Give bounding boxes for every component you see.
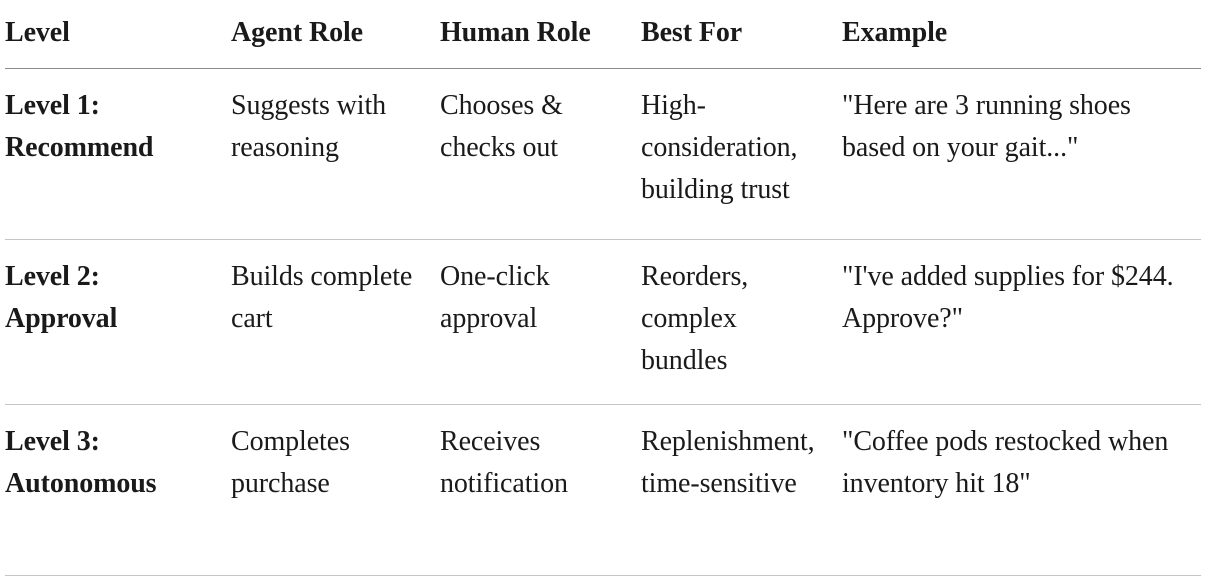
column-header-level: Level — [5, 0, 231, 69]
table-body: Level 1: Recommend Suggests with reasoni… — [5, 68, 1201, 576]
header-row: Level Agent Role Human Role Best For Exa… — [5, 0, 1201, 69]
cell-level: Level 1: Recommend — [5, 68, 231, 240]
cell-best-for: Replenishment, time-sensitive — [641, 404, 842, 576]
table-container: Level Agent Role Human Role Best For Exa… — [5, 0, 1201, 576]
cell-human-role: Chooses & checks out — [440, 68, 641, 240]
cell-agent-role: Completes purchase — [231, 404, 440, 576]
column-header-best-for: Best For — [641, 0, 842, 69]
cell-example: "I've added supplies for $244. Approve?" — [842, 239, 1201, 405]
agent-autonomy-levels-table: Level Agent Role Human Role Best For Exa… — [5, 0, 1201, 576]
cell-human-role: Receives notification — [440, 404, 641, 576]
cell-level: Level 2: Approval — [5, 239, 231, 405]
cell-agent-role: Builds complete cart — [231, 239, 440, 405]
cell-best-for: High-consideration, building trust — [641, 68, 842, 240]
cell-human-role: One-click approval — [440, 239, 641, 405]
column-header-agent-role: Agent Role — [231, 0, 440, 69]
cell-best-for: Reorders, complex bundles — [641, 239, 842, 405]
cell-level: Level 3: Autonomous — [5, 404, 231, 576]
column-header-human-role: Human Role — [440, 0, 641, 69]
table-row: Level 3: Autonomous Completes purchase R… — [5, 404, 1201, 576]
table-row: Level 1: Recommend Suggests with reasoni… — [5, 68, 1201, 240]
table-row: Level 2: Approval Builds complete cart O… — [5, 239, 1201, 405]
cell-example: "Coffee pods restocked when inventory hi… — [842, 404, 1201, 576]
cell-agent-role: Suggests with reasoning — [231, 68, 440, 240]
column-header-example: Example — [842, 0, 1201, 69]
cell-example: "Here are 3 running shoes based on your … — [842, 68, 1201, 240]
table-header: Level Agent Role Human Role Best For Exa… — [5, 0, 1201, 69]
